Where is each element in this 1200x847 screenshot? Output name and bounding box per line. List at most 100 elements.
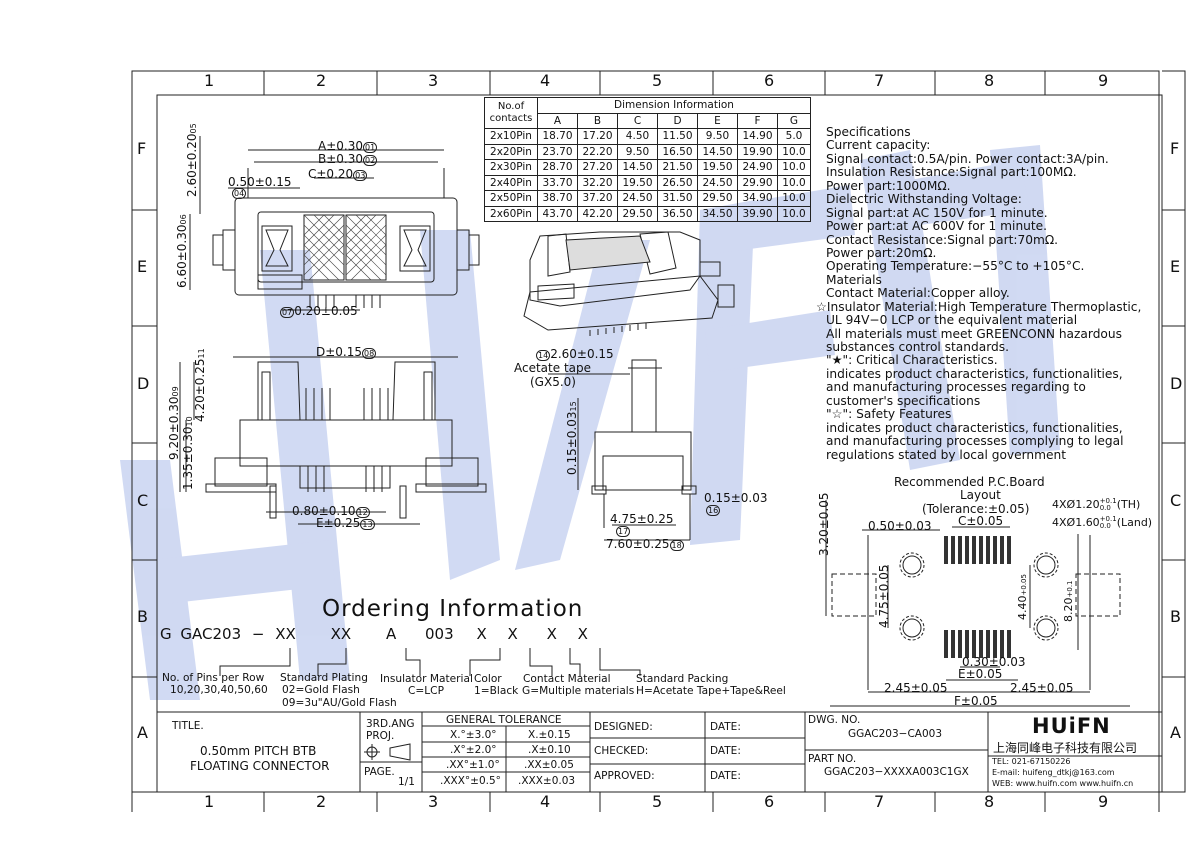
pcb-dim-e: E±0.05 [958, 667, 1003, 681]
spec-line: Power part:20mΩ. [826, 245, 937, 260]
row-label-a-right: A [1170, 723, 1181, 742]
table-cell: 36.50 [657, 205, 698, 222]
ordering-pins-label: No. of Pins per Row [162, 672, 265, 684]
table-cell: 26.50 [657, 174, 698, 191]
table-row: 2x10Pin 18.70 17.20 4.50 11.50 9.50 14.9… [484, 128, 811, 145]
table-cell: 4.50 [617, 128, 658, 145]
dwg-label: DWG. NO. [808, 714, 861, 726]
spec-line: Signal contact:0.5A/pin. Power contact:3… [826, 151, 1109, 166]
title-line-2: FLOATING CONNECTOR [190, 759, 330, 773]
ordering-contact-value: G=Multiple materials [522, 685, 635, 697]
table-header-group: Dimension Information [537, 97, 811, 114]
table-col-d: D [657, 112, 698, 129]
side-dim-015b-num: 16 [706, 505, 721, 516]
table-cell: 10.0 [777, 190, 811, 207]
pcb-dim-440: 4.40+0.05 [1016, 574, 1029, 620]
table-cell: 34.50 [697, 205, 738, 222]
row-label-f: F [137, 139, 147, 158]
front-dim-420: 4.20±0.2511 [193, 348, 207, 422]
page-label: PAGE. [364, 766, 395, 778]
code-series: GAC203 [180, 625, 242, 643]
ordering-plating-label: Standard Plating [280, 672, 368, 684]
tolerance-cell: .XXX±0.03 [518, 775, 576, 787]
code-dash: − [251, 625, 265, 643]
company-tel: TEL: 021-67150226 [992, 757, 1071, 766]
table-cell: 19.50 [697, 159, 738, 176]
table-column-headers: A B C D E F G [485, 112, 811, 129]
side-tape-label: Acetate tape [514, 361, 591, 375]
date-label-2: DATE: [710, 745, 741, 757]
row-label-c-right: C [1170, 491, 1182, 510]
tolerance-cell: .X±0.10 [528, 744, 571, 756]
side-dim-015b: 0.15±0.03 [704, 491, 768, 505]
spec-line: regulations stated by local government [826, 447, 1067, 462]
spec-line: UL 94V−0 LCP or the equivalent material [826, 313, 1078, 328]
spec-line: Power part:1000MΩ. [826, 178, 951, 193]
row-label-f-right: F [1170, 139, 1180, 158]
ordering-leaders [219, 648, 641, 676]
col-label-8: 8 [984, 71, 995, 90]
row-label-e: E [137, 257, 148, 276]
table-cell: 9.50 [697, 128, 738, 145]
spec-line: and manufacturing processes complying to… [826, 434, 1124, 449]
pcb-pads [944, 536, 1011, 658]
table-col-e: E [697, 112, 738, 129]
pcb-dim-245-right: 2.45±0.05 [1010, 681, 1074, 695]
col-label-6-bottom: 6 [764, 792, 775, 811]
table-row-label: 2x50Pin [484, 190, 538, 207]
pcb-dim-320: 3.20±0.05 [817, 492, 831, 557]
code-insulator: A [385, 625, 397, 643]
col-label-8-bottom: 8 [984, 792, 995, 811]
dwg-value: GGAC203−CA003 [848, 728, 942, 740]
table-cell: 11.50 [657, 128, 698, 145]
table-cell: 10.0 [777, 143, 811, 160]
code-plating: XX [330, 625, 352, 643]
top-view-hatching [303, 214, 387, 281]
spec-line: Operating Temperature:−55°C to +105°C. [826, 259, 1085, 274]
col-label-6: 6 [764, 71, 775, 90]
ordering-color-label: Color [474, 673, 502, 685]
pcb-title-1: Recommended P.C.Board [894, 475, 1045, 489]
ordering-insulator-value: C=LCP [408, 685, 444, 697]
pcb-dim-050: 0.50±0.03 [868, 519, 932, 533]
spec-line: Materials [826, 272, 882, 287]
table-row: 2x50Pin 38.70 37.20 24.50 31.50 29.50 34… [484, 190, 811, 207]
top-dim-660: 6.60±0.3006 [175, 214, 189, 288]
top-dim-050-num: 04 [232, 188, 247, 199]
table-cell: 17.20 [577, 128, 618, 145]
table-row: 2x40Pin 33.70 32.20 19.50 26.50 24.50 29… [484, 174, 811, 191]
part-label: PART NO. [808, 753, 857, 765]
spec-line: "★": Critical Characteristics. [826, 353, 998, 368]
row-label-d: D [137, 374, 150, 393]
ordering-packing-label: Standard Packing [636, 673, 729, 685]
ordering-color-value: 1=Black [474, 685, 519, 697]
ordering-plating-09: 09=3u"AU/Gold Flash [282, 697, 397, 709]
table-row-label: 2x20Pin [484, 143, 538, 160]
code-pins: XX [275, 625, 296, 643]
spec-line: Contact Resistance:Signal part:70mΩ. [826, 232, 1059, 247]
side-dim-475: 4.75±0.25 [610, 512, 674, 526]
ordering-plating-02: 02=Gold Flash [282, 684, 360, 696]
col-label-3-bottom: 3 [428, 792, 439, 811]
ordering-packing-value: H=Acetate Tape+Tape&Reel [636, 685, 786, 697]
col-label-4: 4 [540, 71, 551, 90]
tolerance-header: GENERAL TOLERANCE [446, 714, 562, 726]
side-view-drawing [548, 359, 697, 541]
spec-line: and manufacturing processes regarding to [826, 380, 1086, 395]
table-row-label: 2x40Pin [484, 174, 538, 191]
table-cell: 31.50 [657, 190, 698, 207]
spec-line: Current capacity: [826, 138, 931, 153]
table-cell: 28.70 [537, 159, 578, 176]
table-cell: 21.50 [657, 159, 698, 176]
spec-line: "☆": Safety Features [826, 407, 952, 422]
col-label-9-bottom: 9 [1098, 792, 1109, 811]
pcb-dim-475: 4.75±0.05 [877, 564, 891, 629]
code-g: G [160, 625, 172, 643]
